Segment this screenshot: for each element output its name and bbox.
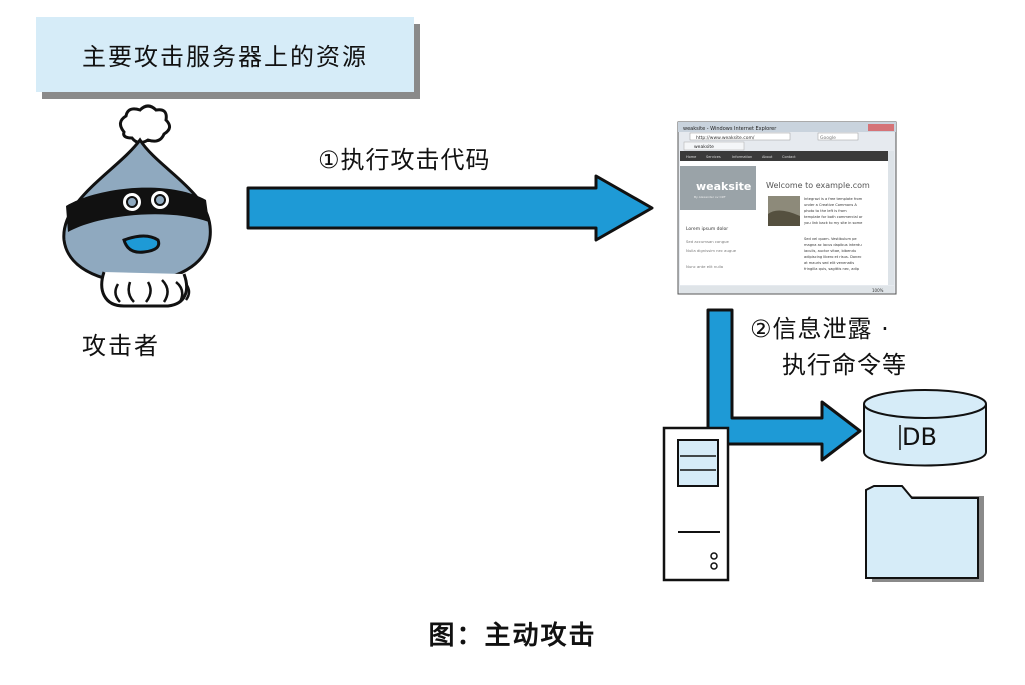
server-icon <box>662 426 730 582</box>
svg-text:fringilla quis, sagittis nec,: fringilla quis, sagittis nec, adip <box>804 267 860 271</box>
svg-text:Contact: Contact <box>782 155 796 159</box>
attacker-figure <box>62 104 212 308</box>
svg-text:Sed vel quam. Vestibulum pe: Sed vel quam. Vestibulum pe <box>804 237 857 241</box>
svg-text:Nunc ante elit nulla: Nunc ante elit nulla <box>686 264 723 269</box>
title-box <box>36 17 414 92</box>
sidebar-links: Sed accumsan congue Nulla dignissim nec … <box>686 239 737 269</box>
attack-arrow <box>246 174 654 242</box>
folder-icon <box>865 485 984 582</box>
step1-label: ①执行攻击代码 <box>318 146 491 174</box>
step2-label-line2: 执行命令等 <box>782 351 907 379</box>
leak-arrow <box>706 308 862 462</box>
svg-text:photo to the left is from: photo to the left is from <box>804 209 847 213</box>
body-text-2: Sed vel quam. Vestibulum pe magna ac lac… <box>804 237 862 271</box>
svg-text:iaculis, auctor vitae, bibendu: iaculis, auctor vitae, bibendu <box>804 249 856 253</box>
svg-text:you link back to my site in so: you link back to my site in some <box>804 221 863 225</box>
site-tagline: By Alexander ov Cliff <box>694 195 726 199</box>
svg-text:magna ac lacus dapibus interdu: magna ac lacus dapibus interdu <box>804 243 862 247</box>
attacker-label: 攻击者 <box>82 332 160 360</box>
diagram-title: 主要攻击服务器上的资源 <box>82 43 368 71</box>
svg-text:Sed accumsan congue: Sed accumsan congue <box>686 239 730 244</box>
svg-text:About: About <box>762 155 773 159</box>
svg-text:Information: Information <box>732 155 752 159</box>
browser-window: weaksite - Windows Internet Explorer htt… <box>677 121 897 295</box>
browser-window-title: weaksite - Windows Internet Explorer <box>683 126 777 132</box>
browser-address: http://www.weaksite.com/ <box>696 135 755 141</box>
db-label: DB <box>902 423 937 451</box>
step2-label-line1: ②信息泄露 · <box>750 315 890 343</box>
svg-text:Nulla dignissim nec augue: Nulla dignissim nec augue <box>686 248 737 253</box>
browser-nav: Home Services Information About Contact <box>686 155 796 159</box>
site-name: weaksite <box>696 180 751 193</box>
svg-text:template for both commercial o: template for both commercial or <box>804 215 863 219</box>
database-icon: DB <box>863 389 987 467</box>
svg-text:under a Creative Commons A: under a Creative Commons A <box>804 203 857 207</box>
figure-caption: 图：主动攻击 <box>428 621 597 651</box>
svg-text:at mauris sed elit venenatis: at mauris sed elit venenatis <box>804 261 854 265</box>
svg-text:adipiscing libero et risus. Do: adipiscing libero et risus. Donec <box>804 255 862 259</box>
step2-label: ②信息泄露 · 执行命令等 <box>750 311 907 383</box>
sidebar-title: Lorem ipsum dolor <box>686 226 728 232</box>
browser-tab: weaksite <box>694 144 714 150</box>
svg-text:Services: Services <box>706 155 721 159</box>
svg-text:Integrazi is a free template f: Integrazi is a free template from <box>804 197 863 201</box>
body-text-1: Integrazi is a free template from under … <box>804 197 863 225</box>
svg-text:Home: Home <box>686 155 696 159</box>
status-zoom: 100% <box>872 288 884 293</box>
site-heading: Welcome to example.com <box>766 181 870 190</box>
browser-search: Google <box>820 135 836 141</box>
